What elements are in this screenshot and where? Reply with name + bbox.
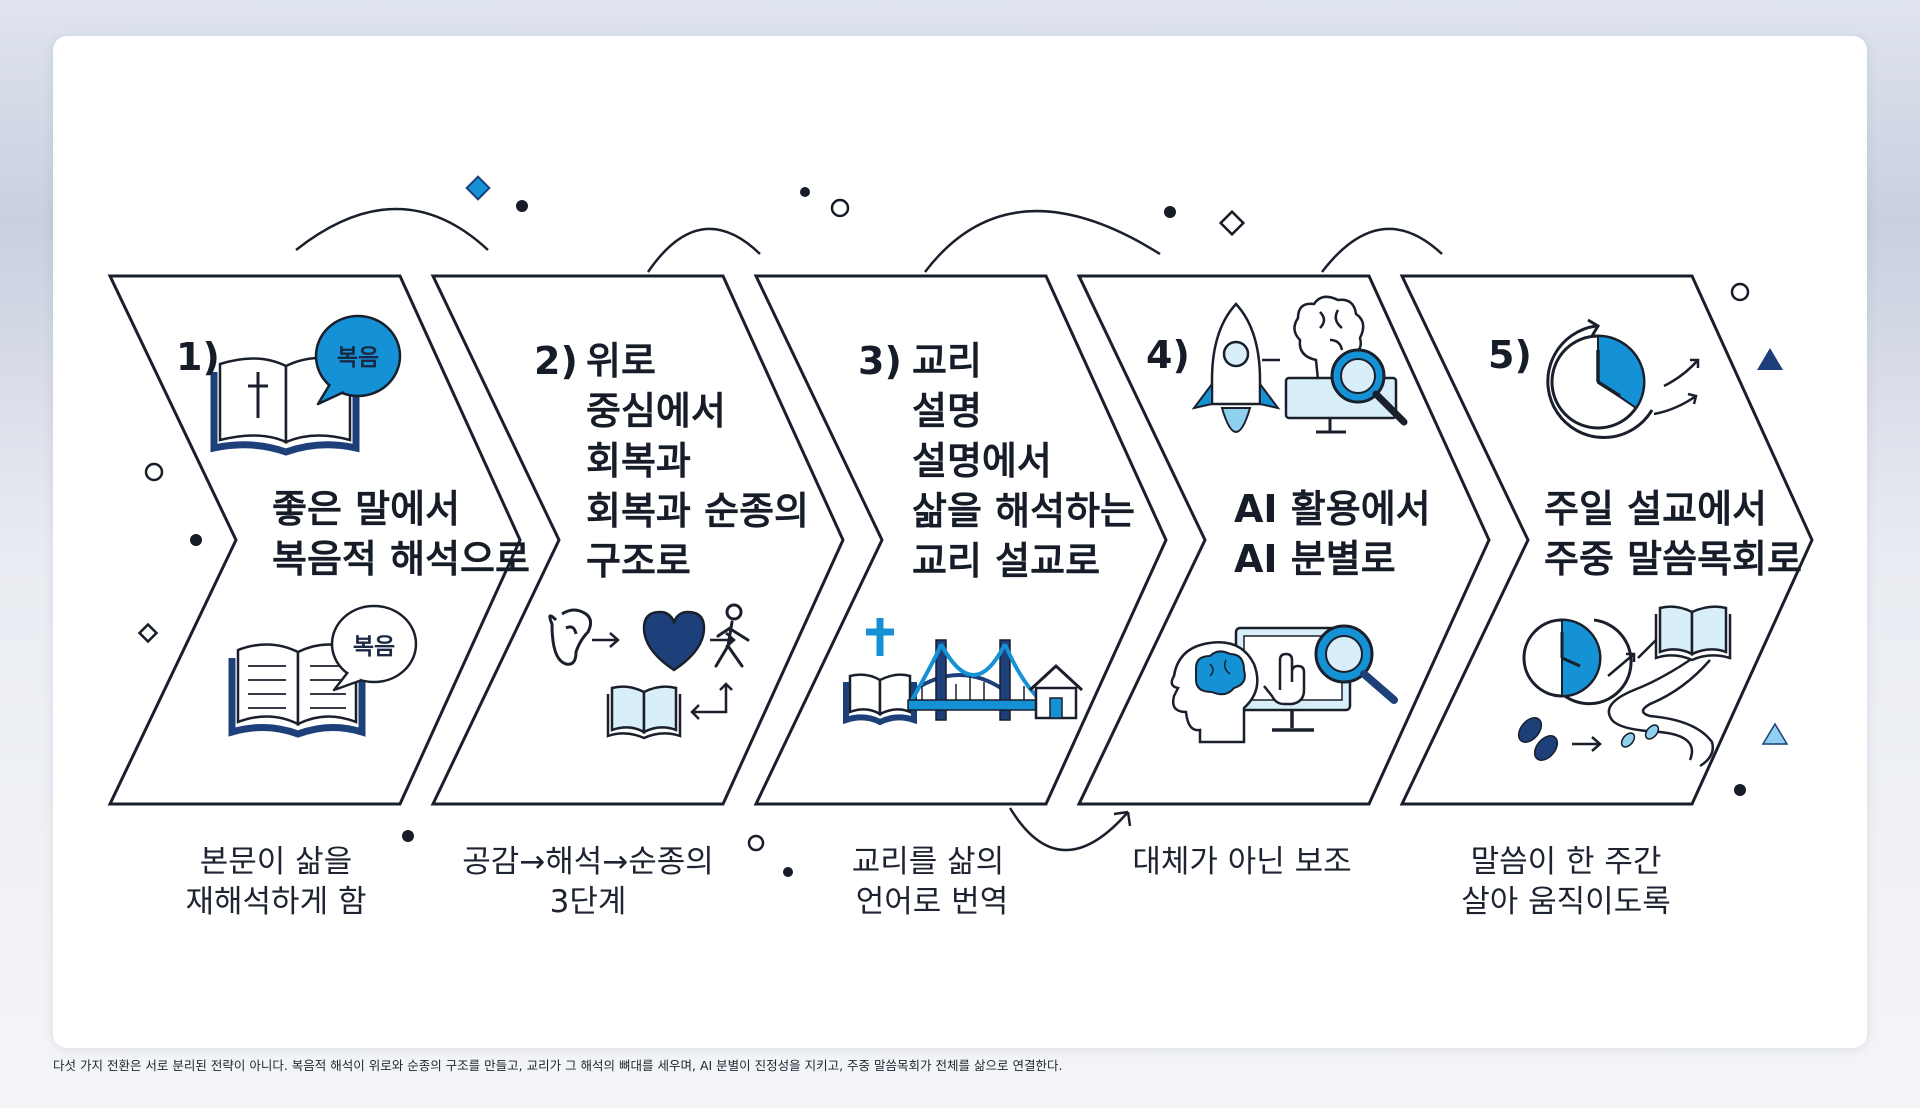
- step-1-number: 1): [176, 335, 220, 379]
- step-3-title-line: 교리: [912, 339, 982, 383]
- clock-icon: [1522, 618, 1633, 706]
- step-3-title-line: 설명: [912, 389, 982, 433]
- step-5-title-line: 주일 설교에서: [1544, 487, 1767, 531]
- step-2-chevron: [430, 274, 845, 806]
- step-5-title: 주일 설교에서 주중 말씀목회로: [1544, 487, 1802, 581]
- step-4-title: AI 활용에서 AI 분별로: [1234, 487, 1431, 581]
- decorative-shapes: [137, 175, 1789, 877]
- step-2-icons: [548, 603, 750, 740]
- step-4-subtitle-line: 대체가 아닌 보조: [1132, 844, 1351, 880]
- decorative-arcs: [295, 207, 1443, 852]
- clock-icon: [1546, 318, 1700, 439]
- speech-bubble-icon: 복음: [314, 314, 402, 406]
- step-4-icons: [1170, 295, 1408, 744]
- step-2-number: 2): [534, 339, 578, 383]
- step-5-chevron: [1399, 274, 1814, 806]
- step-3-icons: [843, 618, 1084, 726]
- gospel-bubble-label-2: 복음: [353, 634, 395, 660]
- magnifier-icon: [1330, 348, 1408, 426]
- step-1-title: 좋은 말에서 복음적 해석으로: [272, 487, 530, 581]
- step-2-title-line: 위로: [586, 339, 656, 383]
- ear-icon: [548, 608, 593, 666]
- step-2-subtitle-line: 공감→해석→순종의: [462, 844, 714, 880]
- step-5-title-line: 주중 말씀목회로: [1544, 537, 1802, 581]
- bible-cross-icon: [843, 618, 917, 726]
- step-4-number: 4): [1146, 333, 1190, 377]
- step-2-title: 위로 중심에서 회복과 회복과 순종의 구조로: [586, 339, 809, 583]
- step-5-subtitle: 말씀이 한 주간 살아 움직이도록: [1461, 844, 1671, 920]
- step-5-subtitle-line: 말씀이 한 주간: [1471, 844, 1662, 880]
- step-3-title-line: 삶을 해석하는: [912, 489, 1135, 533]
- step-3-number: 3): [858, 339, 902, 383]
- footprints-icon: [1517, 717, 1660, 761]
- step-5-number: 5): [1488, 333, 1532, 377]
- step-4-title-line: AI 활용에서: [1234, 487, 1431, 531]
- step-5-subtitle-line: 살아 움직이도록: [1461, 884, 1671, 920]
- open-book-icon: [1654, 605, 1732, 662]
- step-1-title-line: 좋은 말에서: [272, 487, 460, 531]
- step-5-icons: [1517, 318, 1732, 768]
- road-icon: [1607, 658, 1714, 768]
- walking-person-icon: [714, 603, 750, 668]
- step-1-subtitle: 본문이 삶을 재해석하게 함: [186, 844, 367, 920]
- step-3-subtitle: 교리를 삶의 언어로 번역: [852, 844, 1008, 920]
- magnifier-icon: [1314, 624, 1398, 704]
- step-1-subtitle-line: 재해석하게 함: [186, 884, 367, 920]
- gospel-bubble-label: 복음: [337, 345, 379, 371]
- step-1-subtitle-line: 본문이 삶을: [200, 844, 352, 880]
- caption-text: 다섯 가지 전환은 서로 분리된 전략이 아니다. 복음적 해석이 위로와 순종…: [53, 1058, 1063, 1073]
- step-3-subtitle-line: 교리를 삶의: [852, 844, 1004, 880]
- step-3-title-line: 교리 설교로: [912, 539, 1100, 583]
- heart-icon: [642, 610, 706, 672]
- step-3-title-line: 설명에서: [912, 439, 1052, 483]
- step-3-subtitle-line: 언어로 번역: [856, 884, 1008, 920]
- open-book-icon: 복음: [228, 604, 418, 738]
- step-2-title-line: 중심에서: [586, 389, 726, 433]
- step-1-icons: 복음 복음: [210, 314, 418, 738]
- step-2-subtitle: 공감→해석→순종의 3단계: [462, 844, 714, 920]
- step-2-title-line: 구조로: [586, 539, 691, 583]
- step-1-title-line: 복음적 해석으로: [272, 537, 530, 581]
- step-2-title-line: 회복과: [586, 439, 691, 483]
- step-4-subtitle: 대체가 아닌 보조: [1132, 844, 1351, 880]
- head-brain-icon: [1170, 641, 1259, 744]
- step-2-subtitle-line: 3단계: [550, 884, 627, 920]
- rocket-icon: [1191, 302, 1281, 433]
- house-icon: [1028, 663, 1084, 720]
- step-2-title-line: 회복과 순종의: [586, 489, 809, 533]
- step-4-title-line: AI 분별로: [1234, 537, 1396, 581]
- open-book-icon: [606, 685, 682, 740]
- step-3-title: 교리 설명 설명에서 삶을 해석하는 교리 설교로: [912, 339, 1135, 583]
